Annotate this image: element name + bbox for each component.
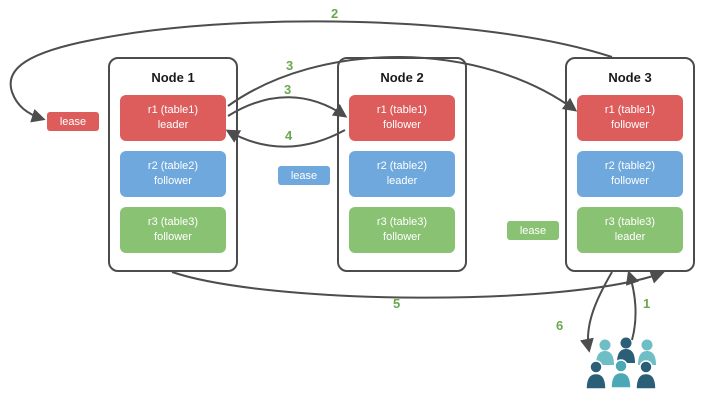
step-label-1: 1	[643, 296, 651, 311]
replica-range-label: r3 (table3)	[604, 215, 656, 228]
step-label-6: 6	[556, 318, 564, 333]
step-label-2: 2	[331, 6, 339, 21]
node-2-replica-r2: r2 (table2) leader	[349, 151, 455, 197]
lease-badge-table2: lease	[278, 166, 330, 185]
lease-badge-table3: lease	[507, 221, 559, 240]
node-2-title: Node 2	[380, 70, 424, 85]
node-3-replica-r2: r2 (table2) follower	[577, 151, 683, 197]
replica-role-label: follower	[611, 175, 649, 187]
replica-range-label: r2 (table2)	[604, 159, 656, 172]
replica-range-label: r1 (table1)	[376, 103, 428, 116]
node-2-replica-r1: r1 (table1) follower	[349, 95, 455, 141]
node-3-replica-r3: r3 (table3) leader	[577, 207, 683, 253]
step-label-5: 5	[393, 296, 401, 311]
replica-range-label: r1 (table1)	[147, 103, 199, 116]
node-1-replica-r3: r3 (table3) follower	[120, 207, 226, 253]
replica-role-label: follower	[611, 119, 649, 131]
node-1-replica-r1: r1 (table1) leader	[120, 95, 226, 141]
node-3-title: Node 3	[608, 70, 652, 85]
replica-role-label: follower	[154, 175, 192, 187]
arrow-step-1	[625, 270, 640, 341]
arrow-step-5	[171, 270, 665, 299]
replica-range-label: r1 (table1)	[604, 103, 656, 116]
node-2-replica-r3: r3 (table3) follower	[349, 207, 455, 253]
replica-range-label: r2 (table2)	[147, 159, 199, 172]
node-1-replica-r2: r2 (table2) follower	[120, 151, 226, 197]
replica-role-label: leader	[157, 119, 189, 131]
replica-role-label: leader	[386, 175, 418, 187]
users-group-icon	[585, 337, 657, 390]
arrow-step-6	[580, 271, 613, 353]
replica-role-label: leader	[614, 231, 646, 243]
replica-role-label: follower	[383, 231, 421, 243]
node-2: Node 2 r1 (table1) follower r2 (table2) …	[337, 57, 467, 272]
replica-range-label: r2 (table2)	[376, 159, 428, 172]
arrow-step-3-to-node2	[227, 96, 348, 118]
replica-role-label: follower	[383, 119, 421, 131]
node-3: Node 3 r1 (table1) follower r2 (table2) …	[565, 57, 695, 272]
replica-range-label: r3 (table3)	[147, 215, 199, 228]
arrow-step-2	[9, 20, 613, 123]
step-label-3a: 3	[286, 58, 294, 73]
lease-badge-table1: lease	[47, 112, 99, 131]
replica-range-label: r3 (table3)	[376, 215, 428, 228]
node-3-replica-r1: r1 (table1) follower	[577, 95, 683, 141]
step-label-4: 4	[285, 128, 293, 143]
node-1: Node 1 r1 (table1) leader r2 (table2) fo…	[108, 57, 238, 272]
replica-role-label: follower	[154, 231, 192, 243]
node-1-title: Node 1	[151, 70, 195, 85]
step-label-3b: 3	[284, 82, 292, 97]
